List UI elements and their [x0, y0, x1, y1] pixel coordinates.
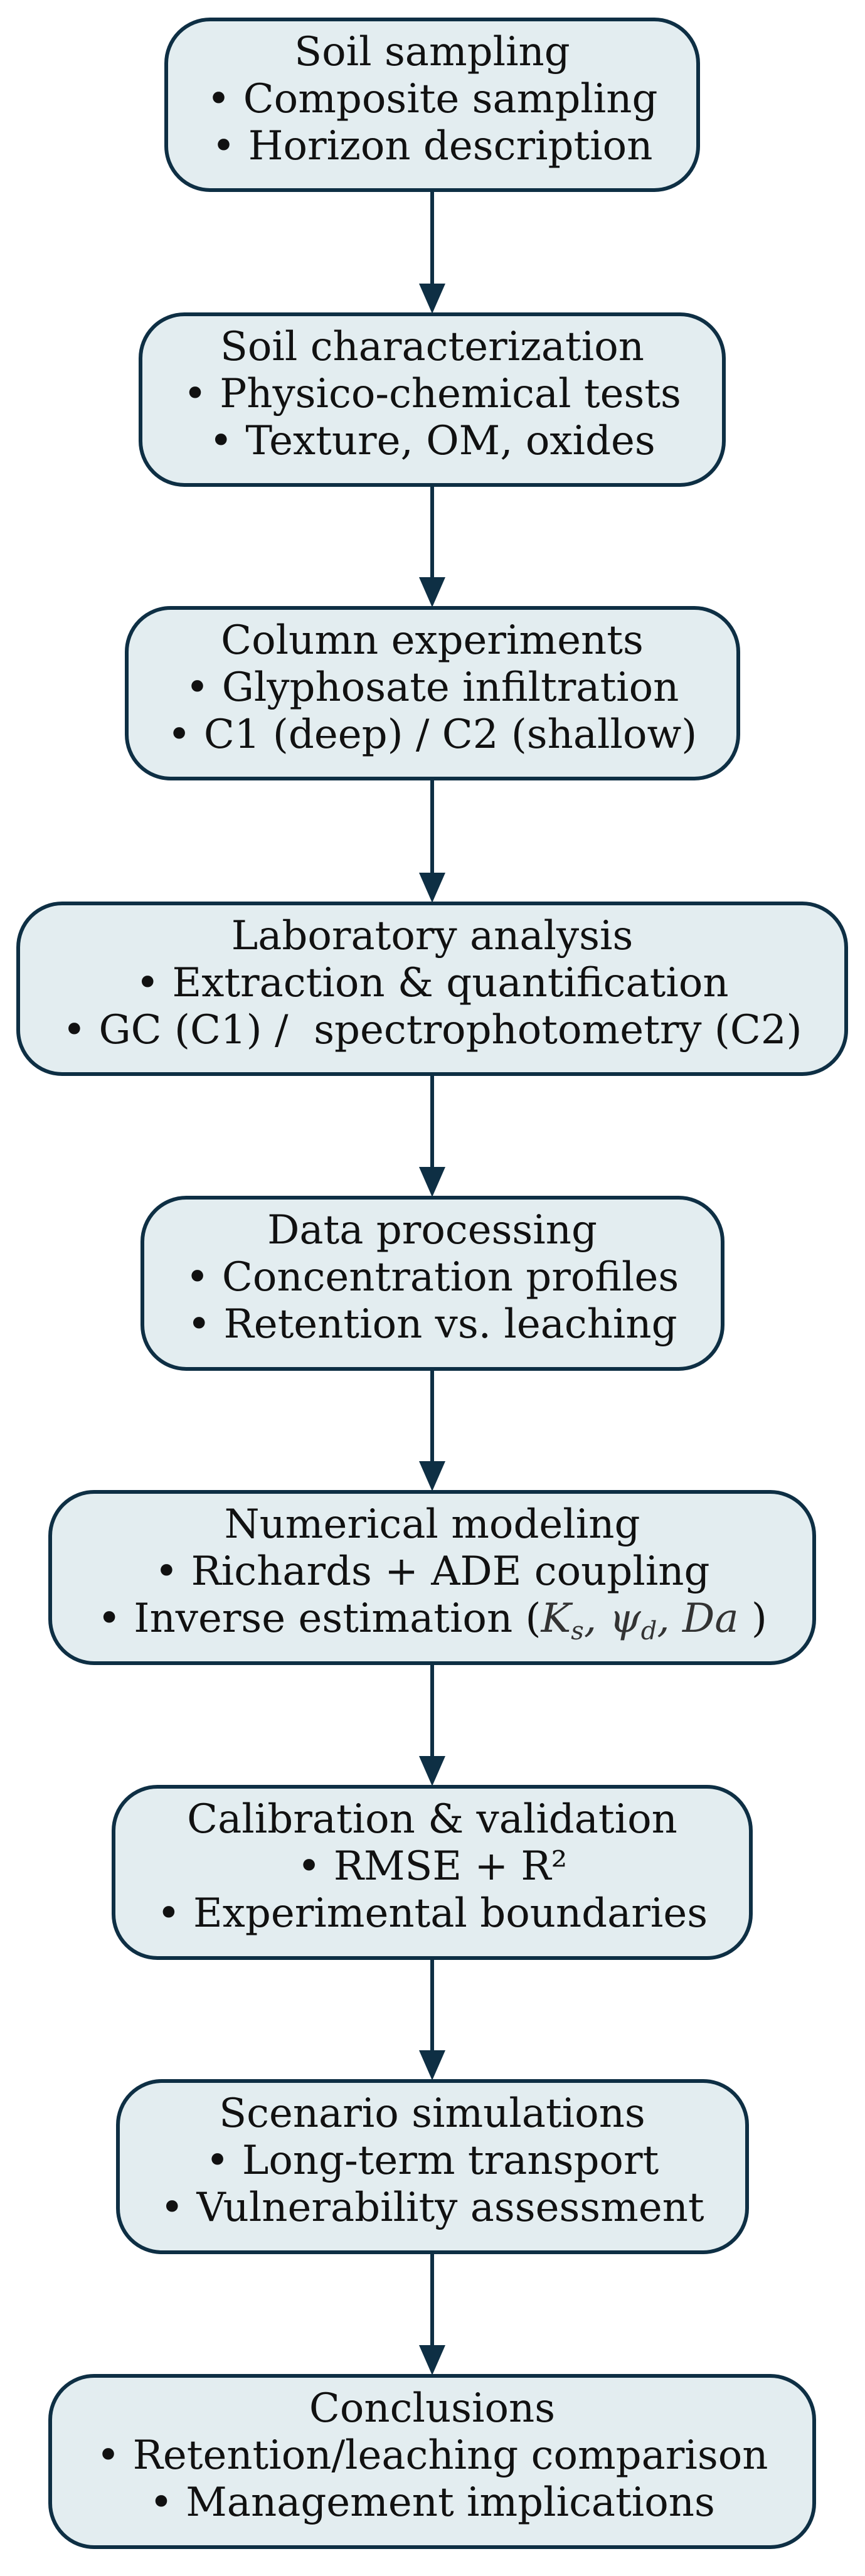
- node-bullet: • Concentration profiles: [186, 1254, 679, 1301]
- node-title: Conclusions: [309, 2385, 555, 2432]
- node-title: Column experiments: [221, 617, 644, 664]
- node-bullet: • Horizon description: [212, 123, 653, 169]
- node-box: [139, 312, 726, 487]
- node-bullet: • Extraction & quantification: [135, 960, 728, 1006]
- psi-symbol: ψ: [610, 1595, 642, 1642]
- node-box: [164, 18, 700, 192]
- node-bullet: • C1 (deep) / C2 (shallow): [167, 711, 697, 758]
- node-calibration-validation: Calibration & validation • RMSE + R² • E…: [112, 1785, 753, 1960]
- node-bullet: • Long-term transport: [206, 2137, 659, 2184]
- node-title: Calibration & validation: [187, 1796, 677, 1843]
- node-title: Data processing: [267, 1207, 597, 1253]
- node-box: [125, 606, 740, 780]
- da-symbol: Da: [682, 1595, 738, 1642]
- node-title: Scenario simulations: [219, 2090, 645, 2137]
- node-laboratory-analysis: Laboratory analysis • Extraction & quant…: [16, 902, 848, 1076]
- node-box: [16, 902, 848, 1076]
- node-bullet: • GC (C1) / spectrophotometry (C2): [62, 1007, 802, 1053]
- node-soil-characterization: Soil characterization • Physico-chemical…: [139, 312, 726, 487]
- node-title: Soil sampling: [294, 29, 570, 75]
- edge-calibration-to-scenarios: [419, 1958, 445, 2080]
- node-bullet: • RMSE + R²: [297, 1843, 568, 1890]
- node-title: Numerical modeling: [225, 1501, 640, 1548]
- edge-processing-to-modeling: [419, 1369, 445, 1491]
- node-bullet: • Composite sampling: [207, 76, 658, 122]
- node-bullet: • Retention vs. leaching: [187, 1301, 677, 1348]
- node-box: [141, 1196, 724, 1371]
- node-bullet: • Management implications: [149, 2479, 715, 2526]
- node-bullet-inverse-estimation: • Inverse estimation (Ks, ψd, Da ): [97, 1595, 767, 1646]
- node-box: [112, 1785, 753, 1960]
- node-bullet: • Retention/leaching comparison: [97, 2432, 768, 2479]
- psi-subscript: d: [641, 1617, 657, 1646]
- node-bullet: • Vulnerability assessment: [160, 2185, 704, 2231]
- node-numerical-modeling: Numerical modeling • Richards + ADE coup…: [48, 1490, 816, 1665]
- node-bullet: • Richards + ADE coupling: [155, 1548, 710, 1595]
- inverse-estimation-prefix: • Inverse estimation (: [97, 1595, 541, 1642]
- edge-scenarios-to-conclusions: [419, 2252, 445, 2375]
- node-scenario-simulations: Scenario simulations • Long-term transpo…: [116, 2079, 749, 2254]
- node-conclusions: Conclusions • Retention/leaching compari…: [48, 2374, 816, 2549]
- edge-laboratory-to-processing: [419, 1074, 445, 1197]
- node-title: Laboratory analysis: [231, 913, 634, 959]
- edge-characterization-to-column: [419, 485, 445, 607]
- edge-modeling-to-calibration: [419, 1663, 445, 1786]
- param-separator: ,: [657, 1595, 682, 1642]
- ks-symbol: K: [540, 1595, 573, 1642]
- node-soil-sampling: Soil sampling • Composite sampling • Hor…: [164, 18, 700, 192]
- node-bullet: • Texture, OM, oxides: [209, 418, 655, 464]
- node-bullet: • Glyphosate infiltration: [186, 664, 679, 711]
- edge-column-to-laboratory: [419, 779, 445, 903]
- node-bullet: • Experimental boundaries: [157, 1890, 708, 1937]
- inverse-estimation-suffix: ): [738, 1595, 767, 1642]
- node-data-processing: Data processing • Concentration profiles…: [141, 1196, 724, 1371]
- param-separator: ,: [584, 1595, 610, 1642]
- edge-sampling-to-characterization: [419, 190, 445, 314]
- node-box: [116, 2079, 749, 2254]
- node-box: [48, 2374, 816, 2549]
- node-column-experiments: Column experiments • Glyphosate infiltra…: [125, 606, 740, 780]
- node-bullet: • Physico-chemical tests: [183, 371, 681, 417]
- ks-subscript: s: [571, 1617, 584, 1646]
- node-title: Soil characterization: [220, 324, 644, 370]
- node-box: [48, 1490, 816, 1665]
